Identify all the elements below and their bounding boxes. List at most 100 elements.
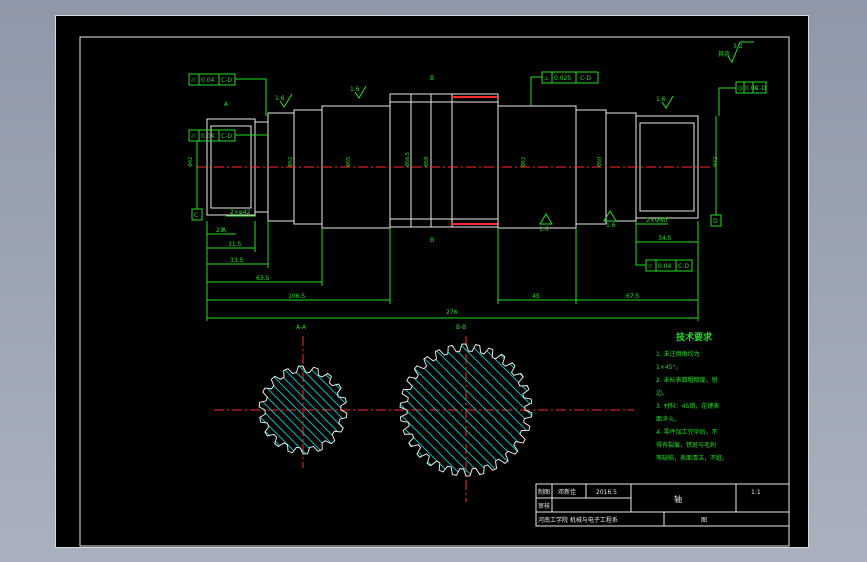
- datum-c: C: [191, 141, 203, 221]
- svg-text:A: A: [224, 101, 229, 108]
- svg-text:33.5: 33.5: [230, 257, 244, 264]
- roughness-symbol: [727, 41, 754, 64]
- hatch-line: [415, 344, 532, 476]
- hatch-line: [259, 366, 320, 454]
- section-marks: A A B B: [222, 75, 434, 244]
- hatch-line: [400, 344, 487, 476]
- hatch-line: [435, 344, 532, 476]
- tolerance-frame-4: ◎ 0.04 C-D: [718, 81, 767, 116]
- svg-text:1.6: 1.6: [275, 95, 285, 102]
- drawing-number: 图: [701, 517, 707, 524]
- hatch-line: [400, 344, 457, 476]
- svg-text:Φ42: Φ42: [188, 157, 194, 167]
- part-name: 轴: [674, 494, 682, 504]
- other-roughness-label: 其余: [718, 50, 730, 58]
- svg-text:1.6: 1.6: [656, 96, 666, 103]
- svg-text:2×Φ40: 2×Φ40: [646, 217, 667, 224]
- cad-drawing: 其余 3.2 Φ42 Φ52 Φ55 Φ5: [79, 36, 790, 547]
- hatch-line: [400, 344, 497, 476]
- hatch-line: [304, 366, 347, 454]
- tolerance-frame-3: ⊥ 0.025 C-D: [530, 71, 599, 106]
- roughness-marks: 1.6 1.6 1.6 1.6 1.6: [275, 85, 674, 233]
- svg-text:3. 材料：45钢，花键表: 3. 材料：45钢，花键表: [656, 402, 719, 410]
- svg-text:2. 未标表面粗糙度，锐: 2. 未标表面粗糙度，锐: [656, 376, 718, 384]
- svg-text:C-D: C-D: [221, 133, 232, 140]
- svg-text:0.025: 0.025: [554, 75, 571, 82]
- hatch-line: [259, 366, 338, 454]
- tolerance-frame-5: ⌭ 0.04 C-D: [635, 221, 693, 272]
- svg-text:⌭: ⌭: [648, 263, 653, 270]
- svg-text:0.04: 0.04: [201, 133, 215, 140]
- section-label-a: A-A: [296, 324, 307, 331]
- svg-text:B: B: [430, 237, 434, 244]
- datum-d: D: [710, 116, 722, 227]
- svg-text:63.5: 63.5: [256, 275, 270, 282]
- tolerance-frame-2: ⌭ 0.04 C-D: [188, 129, 268, 142]
- design-date: 2016.5: [596, 489, 617, 496]
- hatch-line: [425, 344, 532, 476]
- school-name: 河南工学院 机械与电子工程系: [538, 516, 618, 524]
- svg-text:0.04: 0.04: [658, 263, 672, 270]
- svg-text:Φ52: Φ52: [521, 157, 527, 167]
- hatch-line: [445, 344, 532, 476]
- hatch-line: [259, 366, 329, 454]
- svg-text:A: A: [222, 227, 227, 234]
- drawing-scale: 1:1: [751, 489, 761, 496]
- technical-requirements: 技术要求 1. 未注倒角均为 1×45°。 2. 未标表面粗糙度，锐 边。 3.…: [656, 331, 728, 462]
- check-label: 审核: [538, 502, 550, 510]
- svg-text:1.6: 1.6: [350, 86, 360, 93]
- svg-text:⊥: ⊥: [544, 75, 549, 82]
- section-label-b: B-B: [456, 324, 466, 331]
- svg-text:34.5: 34.5: [658, 235, 672, 242]
- section-b-gear-profile: [399, 343, 533, 477]
- svg-text:边。: 边。: [656, 389, 668, 397]
- svg-text:Φ50: Φ50: [597, 157, 603, 167]
- svg-text:31.5: 31.5: [228, 241, 242, 248]
- svg-text:45: 45: [532, 293, 540, 300]
- title-block: 制图 邓新佳 2016.5 审核 轴 1:1 河南工学院 机械与电子工程系 图: [535, 483, 790, 527]
- svg-text:⌭: ⌭: [191, 77, 196, 84]
- svg-text:0.04: 0.04: [201, 77, 215, 84]
- svg-text:23: 23: [216, 227, 224, 234]
- svg-text:1.6: 1.6: [539, 226, 549, 233]
- hatch-line: [286, 366, 347, 454]
- svg-text:D: D: [713, 218, 718, 225]
- hatch-line: [313, 366, 347, 454]
- svg-text:Φ52: Φ52: [288, 157, 294, 167]
- dimension-lines: 23 31.5 33.5 63.5 106.5 276 45 67.5 34.5: [206, 221, 699, 321]
- chamfer-notes: 2×φ42 2×Φ40: [226, 209, 668, 225]
- svg-text:C: C: [194, 212, 198, 219]
- svg-text:C-D: C-D: [580, 75, 591, 82]
- svg-text:面淬火。: 面淬火。: [656, 415, 680, 423]
- svg-text:C-D: C-D: [678, 263, 689, 270]
- hatch-line: [268, 366, 347, 454]
- tolerance-frame-1: ⌭ 0.04 C-D: [188, 73, 267, 116]
- svg-text:106.5: 106.5: [288, 293, 305, 300]
- svg-text:⌭: ⌭: [191, 133, 196, 140]
- shaft-outline: [206, 93, 699, 229]
- svg-text:1. 未注倒角均为: 1. 未注倒角均为: [656, 350, 700, 358]
- design-label: 制图: [538, 488, 550, 496]
- svg-text:276: 276: [446, 309, 458, 316]
- drawing-sheet: 其余 3.2 Φ42 Φ52 Φ55 Φ5: [55, 15, 809, 548]
- svg-text:◎: ◎: [738, 85, 743, 92]
- hatch-line: [475, 344, 532, 476]
- svg-text:2×φ42: 2×φ42: [230, 209, 251, 216]
- tech-title: 技术要求: [676, 331, 713, 343]
- hatch-line: [400, 344, 507, 476]
- svg-text:67.5: 67.5: [626, 293, 640, 300]
- inner-border: [79, 36, 790, 547]
- section-a-spline-profile: [258, 365, 348, 455]
- hatch-line: [400, 344, 517, 476]
- svg-text:C-D: C-D: [221, 77, 232, 84]
- svg-text:C-D: C-D: [755, 85, 766, 92]
- svg-text:Φ56.5: Φ56.5: [405, 152, 411, 167]
- hatch-line: [515, 344, 532, 476]
- svg-text:Φ58: Φ58: [424, 157, 430, 167]
- designer-name: 邓新佳: [558, 488, 576, 496]
- hatch-line: [259, 366, 293, 454]
- hatch-line: [400, 344, 467, 476]
- svg-text:4. 零件加工完毕后，不: 4. 零件加工完毕后，不: [656, 428, 718, 436]
- svg-text:等缺陷，表面清洁，不脏。: 等缺陷，表面清洁，不脏。: [656, 454, 728, 462]
- svg-text:1×45°。: 1×45°。: [656, 364, 681, 371]
